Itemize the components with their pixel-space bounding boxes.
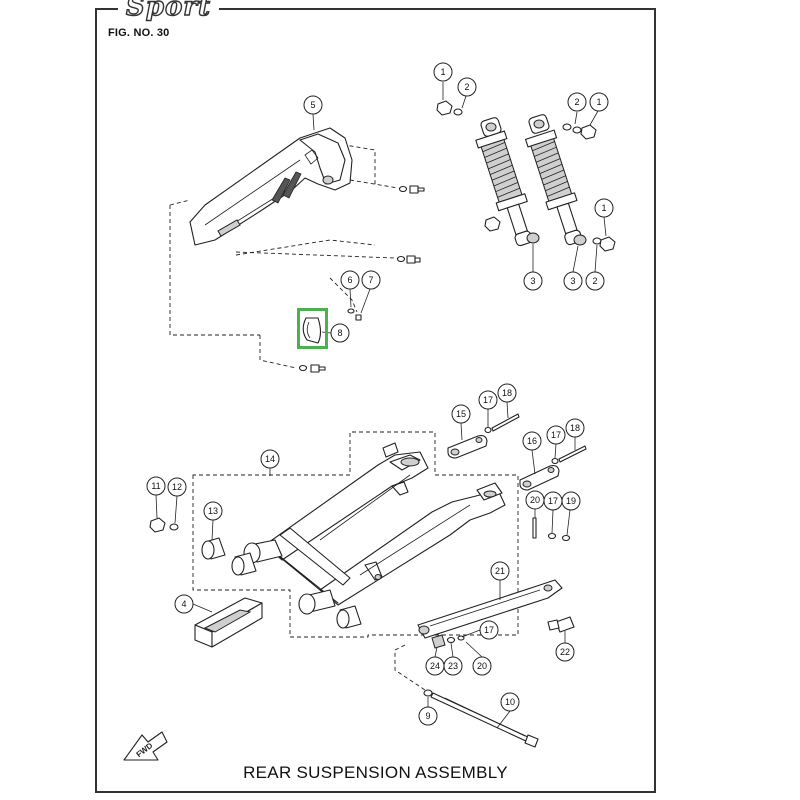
callout-4[interactable]: 4 bbox=[174, 594, 213, 614]
callout-1-mid-right[interactable]: 1 bbox=[594, 198, 614, 237]
svg-text:3: 3 bbox=[570, 276, 575, 286]
chain-slider-part-4[interactable] bbox=[194, 597, 263, 648]
svg-text:2: 2 bbox=[574, 97, 579, 107]
svg-text:7: 7 bbox=[368, 275, 373, 285]
callout-12[interactable]: 12 bbox=[167, 477, 187, 524]
svg-text:11: 11 bbox=[151, 481, 160, 491]
svg-text:18: 18 bbox=[570, 423, 580, 433]
callout-7[interactable]: 7 bbox=[360, 270, 381, 314]
callout-2-top-left[interactable]: 2 bbox=[457, 77, 477, 109]
callout-3-right[interactable]: 3 bbox=[563, 245, 583, 291]
callout-17-lower[interactable]: 17 bbox=[461, 620, 499, 640]
fwd-arrow-icon: FWD bbox=[123, 731, 168, 761]
diagram-frame bbox=[95, 8, 656, 793]
parts-23-24-20 bbox=[394, 634, 465, 691]
callout-22[interactable]: 22 bbox=[555, 631, 575, 662]
svg-text:19: 19 bbox=[566, 496, 576, 506]
svg-text:9: 9 bbox=[425, 711, 430, 721]
svg-text:8: 8 bbox=[337, 328, 342, 338]
callout-18-right[interactable]: 18 bbox=[565, 418, 585, 450]
callout-10[interactable]: 10 bbox=[496, 692, 520, 729]
bolt-22 bbox=[547, 616, 575, 633]
svg-text:6: 6 bbox=[347, 275, 352, 285]
svg-text:18: 18 bbox=[502, 388, 512, 398]
clip-part-8[interactable] bbox=[302, 317, 322, 344]
svg-text:20: 20 bbox=[477, 661, 487, 671]
axle-bolt-part-10[interactable] bbox=[423, 689, 539, 748]
callout-6[interactable]: 6 bbox=[340, 270, 360, 308]
link-plate-16[interactable] bbox=[519, 445, 587, 491]
callout-18-upper[interactable]: 18 bbox=[497, 383, 517, 419]
callout-5[interactable]: 5 bbox=[303, 95, 323, 131]
svg-text:14: 14 bbox=[265, 454, 275, 464]
svg-text:20: 20 bbox=[530, 495, 540, 505]
callout-20-lower[interactable]: 20 bbox=[465, 641, 492, 676]
callout-2-mid-right[interactable]: 2 bbox=[585, 244, 605, 291]
callout-24[interactable]: 24 bbox=[425, 646, 445, 676]
selected-part-highlight[interactable] bbox=[297, 308, 328, 349]
svg-text:2: 2 bbox=[464, 82, 469, 92]
svg-text:17: 17 bbox=[548, 496, 558, 506]
bushing-13[interactable] bbox=[201, 537, 362, 629]
callout-9[interactable]: 9 bbox=[418, 697, 438, 726]
svg-text:1: 1 bbox=[440, 67, 445, 77]
callout-3-left[interactable]: 3 bbox=[523, 244, 543, 291]
torque-rod-part-21[interactable] bbox=[417, 579, 563, 639]
callout-16[interactable]: 16 bbox=[522, 431, 542, 475]
callout-1-top-left[interactable]: 1 bbox=[433, 62, 453, 100]
bolts-17-19-20 bbox=[532, 517, 571, 542]
svg-text:16: 16 bbox=[527, 436, 537, 446]
swing-arm-part[interactable] bbox=[192, 431, 519, 638]
svg-text:17: 17 bbox=[483, 395, 493, 405]
svg-text:2: 2 bbox=[592, 276, 597, 286]
shock-nuts-washers bbox=[436, 100, 616, 252]
callout-21[interactable]: 21 bbox=[490, 561, 510, 600]
callout-17-right[interactable]: 17 bbox=[546, 425, 566, 459]
brand-logo: Sport bbox=[118, 0, 220, 24]
svg-text:24: 24 bbox=[430, 661, 440, 671]
callout-17-lower-right[interactable]: 17 bbox=[543, 491, 563, 534]
figure-number: FIG. NO. 30 bbox=[108, 27, 170, 39]
svg-text:23: 23 bbox=[448, 661, 458, 671]
right-shock-absorber[interactable] bbox=[524, 114, 590, 248]
svg-text:10: 10 bbox=[505, 697, 515, 707]
callout-19[interactable]: 19 bbox=[561, 491, 581, 536]
callout-8[interactable]: 8 bbox=[321, 323, 350, 343]
svg-text:15: 15 bbox=[456, 409, 466, 419]
callout-23[interactable]: 23 bbox=[443, 642, 463, 676]
svg-text:5: 5 bbox=[310, 100, 315, 110]
svg-text:3: 3 bbox=[530, 276, 535, 286]
chain-guard-part[interactable] bbox=[169, 127, 376, 336]
callout-20-right[interactable]: 20 bbox=[525, 490, 545, 518]
callout-15[interactable]: 15 bbox=[451, 404, 471, 441]
chain-guard-screws bbox=[235, 179, 425, 373]
svg-text:4: 4 bbox=[181, 599, 186, 609]
svg-text:17: 17 bbox=[551, 430, 561, 440]
svg-text:21: 21 bbox=[495, 566, 505, 576]
callout-11[interactable]: 11 bbox=[146, 476, 166, 519]
svg-text:13: 13 bbox=[208, 506, 218, 516]
assembly-title: REAR SUSPENSION ASSEMBLY bbox=[243, 763, 508, 782]
nut-11-washer-12 bbox=[149, 517, 179, 533]
callout-17-upper[interactable]: 17 bbox=[478, 390, 498, 427]
callout-14[interactable]: 14 bbox=[260, 449, 280, 476]
svg-text:1: 1 bbox=[601, 203, 606, 213]
svg-text:12: 12 bbox=[172, 482, 182, 492]
link-plate-15[interactable] bbox=[447, 413, 520, 459]
svg-text:17: 17 bbox=[484, 625, 494, 635]
svg-text:1: 1 bbox=[596, 97, 601, 107]
svg-text:22: 22 bbox=[560, 647, 570, 657]
brand-logo-text: Sport bbox=[125, 0, 212, 22]
left-shock-absorber[interactable] bbox=[475, 117, 540, 249]
callout-2-top-right[interactable]: 2 bbox=[567, 92, 587, 125]
callout-1-top-right[interactable]: 1 bbox=[589, 92, 609, 126]
callout-13[interactable]: 13 bbox=[203, 501, 223, 541]
